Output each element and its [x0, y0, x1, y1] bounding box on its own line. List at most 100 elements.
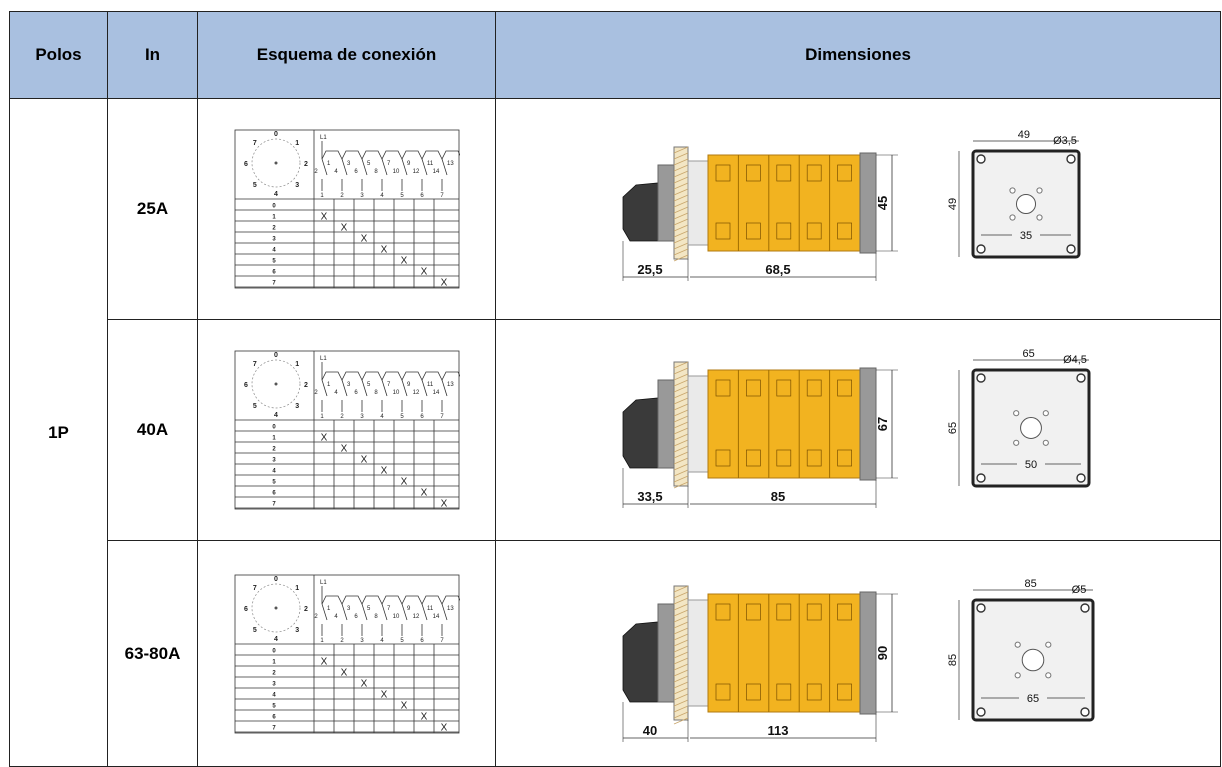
- plate-hatch: [673, 224, 689, 232]
- terminal-screw: [837, 164, 852, 182]
- dial-number: 7: [252, 361, 256, 368]
- closed-mark: X: [400, 700, 407, 711]
- plate-hatch: [673, 627, 689, 634]
- contact-switch: [341, 603, 347, 620]
- terminal-label: 3: [360, 414, 364, 420]
- plate-hatch: [673, 717, 689, 724]
- closed-mark: X: [440, 722, 447, 733]
- plate-hatch: [673, 633, 689, 640]
- left-dim-value: 25,5: [637, 262, 662, 277]
- terminal-screw: [776, 379, 792, 397]
- terminal-label: 5: [400, 193, 404, 199]
- contact-switch: [321, 158, 327, 176]
- closed-mark: X: [380, 245, 387, 256]
- l1-label: L1: [320, 135, 327, 141]
- position-label: 2: [272, 447, 276, 453]
- terminal-screw: [746, 683, 761, 700]
- terminal-label: 4: [380, 414, 384, 420]
- terminal-screw: [837, 683, 852, 700]
- closed-mark: X: [360, 455, 367, 466]
- plate-width-value: 49: [1018, 129, 1030, 141]
- position-label: 5: [272, 259, 276, 265]
- plate-hatch: [673, 397, 689, 405]
- contact-number: 12: [412, 390, 419, 396]
- position-label: 4: [272, 692, 276, 698]
- plate-hatch: [673, 469, 689, 477]
- closed-mark: X: [340, 444, 347, 455]
- position-label: 3: [272, 237, 276, 243]
- plate-hatch: [673, 675, 689, 682]
- dial-number: 2: [304, 382, 308, 389]
- closed-mark: X: [400, 256, 407, 267]
- plate-hatch: [673, 206, 689, 214]
- terminal-screw: [746, 379, 761, 397]
- contact-number: 11: [427, 161, 434, 167]
- plate-hatch: [673, 212, 689, 220]
- contact-switch: [421, 158, 427, 176]
- terminal-label: 4: [380, 638, 384, 644]
- schema-frame: [234, 350, 459, 510]
- spacer: [687, 160, 709, 246]
- fixing-hole: [1045, 671, 1052, 678]
- terminal-label: 5: [400, 638, 404, 644]
- terminal-label: 2: [340, 414, 344, 420]
- plate-hatch: [673, 597, 689, 604]
- closed-mark: X: [420, 488, 427, 499]
- contact-switch: [401, 379, 407, 397]
- closed-mark: X: [440, 278, 447, 289]
- terminal-screw: [776, 603, 792, 620]
- fixing-hole: [1036, 214, 1043, 221]
- contact-number: 3: [347, 161, 351, 167]
- terminal-label: 1: [320, 414, 324, 420]
- terminal-label: 6: [420, 638, 424, 644]
- plate-hatch: [673, 609, 689, 616]
- contact-number: 8: [374, 614, 378, 620]
- connection-schema: 01234567L1121342563784910511126131470123…: [234, 129, 460, 289]
- dial-number: 4: [274, 636, 278, 643]
- closed-mark: X: [440, 499, 447, 510]
- dial-number: 6: [244, 382, 248, 389]
- mount-hole: [1076, 473, 1086, 483]
- position-label: 3: [272, 681, 276, 687]
- plate-hatch: [673, 242, 689, 250]
- contact-number: 11: [427, 606, 434, 612]
- contact-switch: [421, 603, 427, 620]
- shaft-collar: [657, 164, 675, 242]
- terminal-screw: [837, 379, 852, 397]
- contact-number: 10: [392, 169, 399, 175]
- fixing-hole: [1045, 641, 1052, 648]
- closed-mark: X: [340, 667, 347, 678]
- knob-handle: [622, 621, 659, 702]
- contact-number: 6: [354, 614, 358, 620]
- plate-hatch: [673, 379, 689, 387]
- plate-hatch: [673, 693, 689, 700]
- plate-hatch: [673, 645, 689, 652]
- terminal-label: 1: [320, 638, 324, 644]
- contact-block: [707, 369, 861, 479]
- position-label: 1: [272, 436, 276, 442]
- terminal-screw: [746, 164, 761, 182]
- contact-bridge: [321, 371, 460, 381]
- terminal-screw: [806, 603, 822, 620]
- terminal-label: 3: [360, 638, 364, 644]
- terminal-label: 5: [400, 414, 404, 420]
- plate-hatch: [673, 361, 689, 369]
- closed-mark: X: [400, 477, 407, 488]
- header-row: Polos In Esquema de conexión Dimensiones: [9, 11, 1221, 99]
- contact-number: 8: [374, 169, 378, 175]
- mount-hole: [1066, 154, 1076, 164]
- dial-number: 0: [274, 576, 278, 583]
- mount-hole: [976, 602, 986, 613]
- body-dim-value: 68,5: [765, 262, 790, 277]
- closed-mark: X: [340, 223, 347, 234]
- plate-hatch: [673, 681, 689, 688]
- inner-dim-bg: [1017, 455, 1045, 471]
- contact-switch: [341, 158, 347, 176]
- contact-number: 13: [447, 606, 454, 612]
- contact-number: 4: [334, 169, 338, 175]
- fixing-hole: [1036, 187, 1043, 194]
- position-label: 6: [272, 714, 276, 720]
- terminal-screw: [746, 603, 761, 620]
